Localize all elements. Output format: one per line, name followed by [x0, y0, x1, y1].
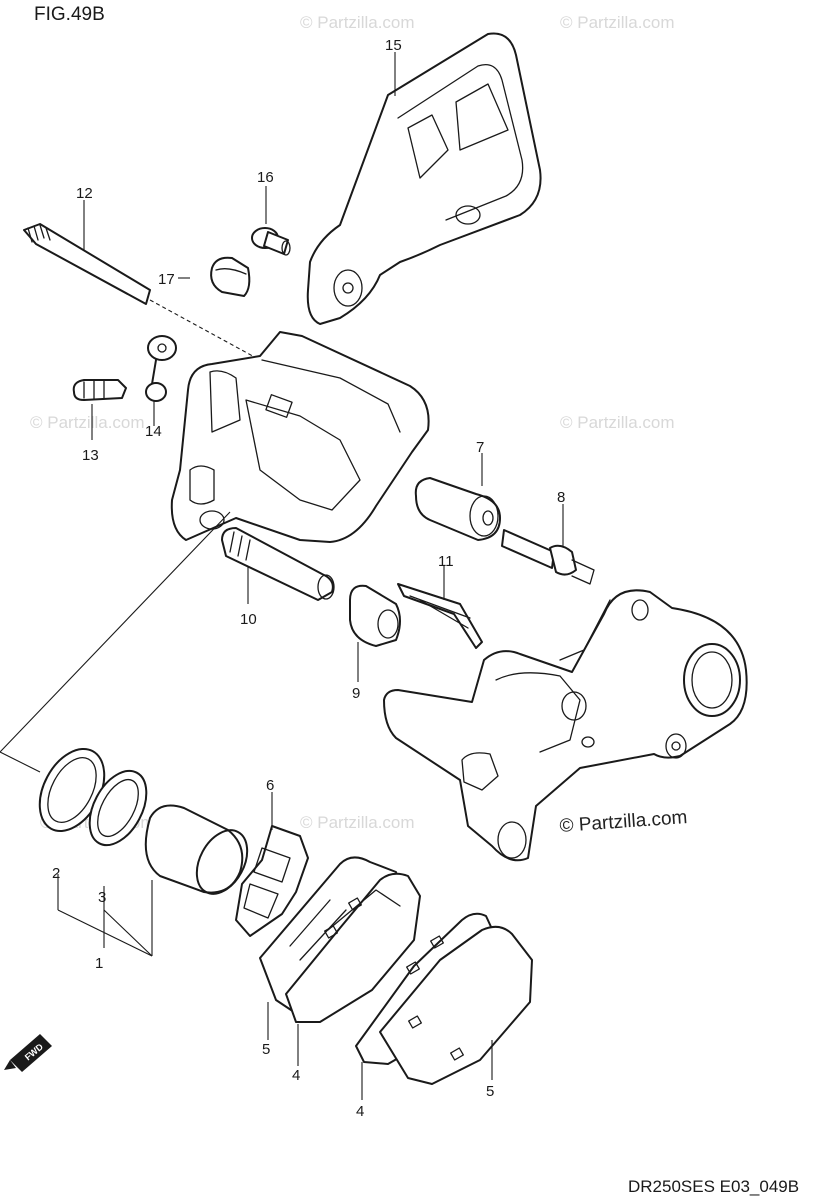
- part-16-bolt: [251, 227, 291, 256]
- figure-title: FIG.49B: [34, 4, 105, 25]
- part-4-pad-upper: [285, 872, 421, 1023]
- callout-5-right: 5: [486, 1083, 494, 1100]
- part-9-boot: [349, 584, 401, 647]
- watermark-top-right: © Partzilla.com: [560, 13, 675, 32]
- callout-7: 7: [476, 439, 484, 456]
- part-7-sleeve: [414, 477, 501, 541]
- drawing-code: DR250SES E03_049B: [628, 1177, 799, 1196]
- part-12-pin: [23, 223, 261, 361]
- part-1-piston: [144, 804, 249, 895]
- part-13-bleeder: [72, 379, 127, 401]
- leader-lines: [0, 52, 564, 1100]
- part-2-piston-seal: [38, 747, 106, 833]
- callout-9: 9: [352, 685, 360, 702]
- callout-1: 1: [95, 955, 103, 972]
- part-15-guard-plate: [306, 32, 542, 325]
- part-14-link: [145, 335, 177, 402]
- part-3-dust-seal: [88, 769, 148, 847]
- callout-4-upper: 4: [292, 1067, 300, 1084]
- callout-13: 13: [82, 447, 99, 464]
- watermark-mid-right: © Partzilla.com: [560, 413, 675, 432]
- watermark-main: © Partzilla.com: [559, 807, 688, 837]
- watermark-mid-left: © Partzilla.com: [30, 413, 145, 432]
- part-11-pad-spring: [397, 583, 483, 649]
- callout-17: 17: [158, 271, 175, 288]
- callout-numbers: 1 2 3 4 4 5 5 6 7 8 9 10 11 12 13 14 15 …: [52, 37, 565, 1120]
- callout-4-lower: 4: [356, 1103, 364, 1120]
- callout-2: 2: [52, 865, 60, 882]
- caliper-bracket: [383, 589, 748, 862]
- part-8-pin-bolt: [501, 529, 595, 585]
- callout-14: 14: [145, 423, 162, 440]
- part-10-slide-pin: [221, 527, 335, 601]
- callout-12: 12: [76, 185, 93, 202]
- part-17-cap: [210, 256, 251, 297]
- part-5-pad-back-lower: [379, 925, 533, 1085]
- callout-6: 6: [266, 777, 274, 794]
- callout-3: 3: [98, 889, 106, 906]
- caliper-body: [170, 331, 430, 543]
- part-6-shim: [235, 825, 309, 937]
- callout-11: 11: [438, 553, 454, 570]
- callout-10: 10: [240, 611, 257, 628]
- callout-8: 8: [557, 489, 565, 506]
- callout-15: 15: [385, 37, 402, 54]
- forward-arrow-icon: FWD: [4, 1034, 52, 1072]
- watermark-low-center: © Partzilla.com: [300, 813, 415, 832]
- watermark-top-center: © Partzilla.com: [300, 13, 415, 32]
- callout-16: 16: [257, 169, 274, 186]
- callout-5-left: 5: [262, 1041, 270, 1058]
